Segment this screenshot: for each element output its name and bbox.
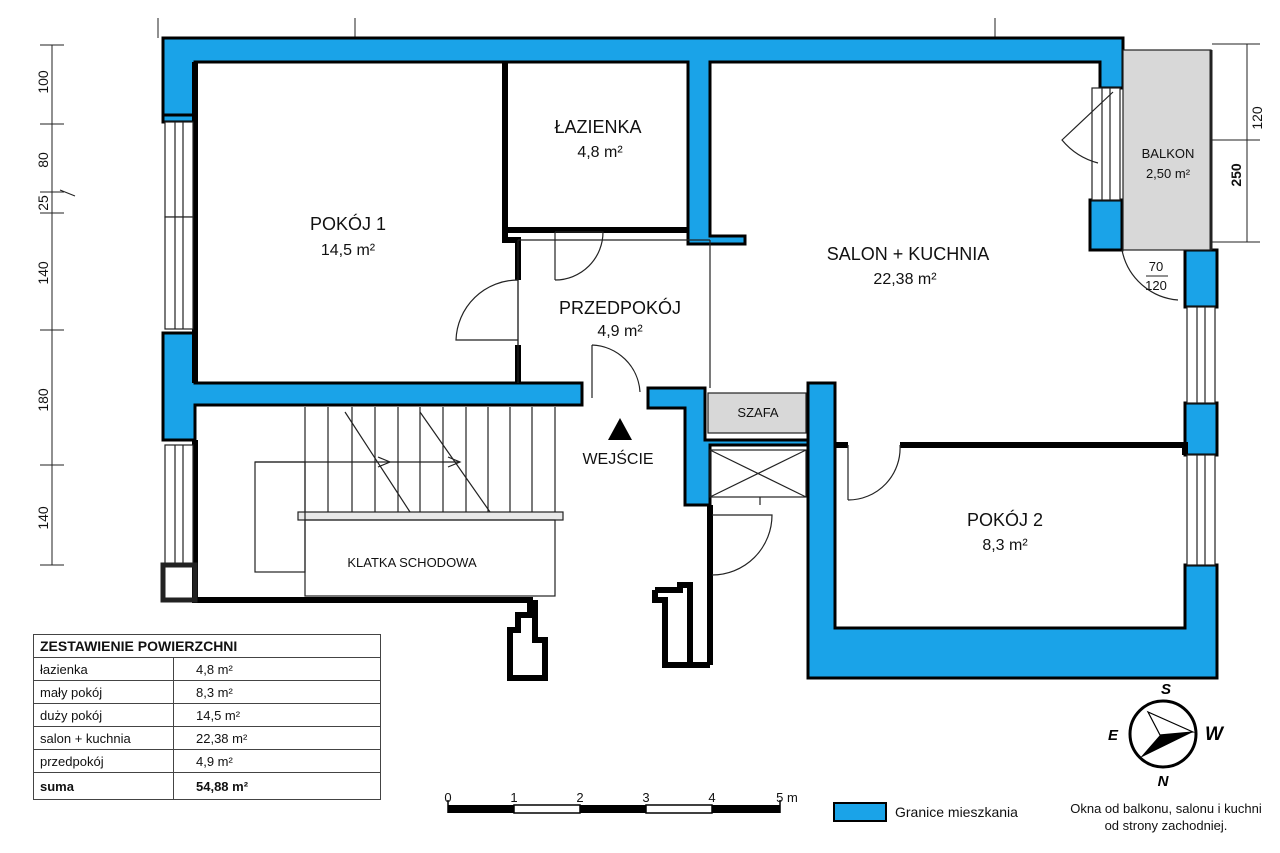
- left-dimension-labels: 100 80 25 140 180 140: [35, 70, 51, 530]
- entrance-arrow-icon: [608, 418, 632, 440]
- compass-n: N: [1158, 773, 1170, 790]
- note-line-2: od strony zachodniej.: [1104, 818, 1228, 833]
- room-area-przedpokoj: 4,9 m²: [597, 323, 643, 340]
- legend-label: Granice mieszkania: [895, 804, 1018, 820]
- summary-value: 4,8 m²: [173, 657, 381, 681]
- scale-tick-2: 2: [576, 790, 583, 805]
- scale-tick-3: 3: [642, 790, 649, 805]
- dim-label-180: 180: [35, 388, 51, 412]
- balcony: [1122, 49, 1213, 251]
- room-area-salon: 22,38 m²: [873, 271, 937, 288]
- scale-tick-0: 0: [444, 790, 451, 805]
- summary-total-label: suma: [33, 772, 174, 800]
- summary-value: 14,5 m²: [173, 703, 381, 727]
- summary-title: ZESTAWIENIE POWIERZCHNI: [33, 634, 381, 658]
- compass-w: W: [1205, 724, 1225, 745]
- dim-label-80: 80: [35, 152, 51, 168]
- room-name-salon: SALON + KUCHNIA: [827, 244, 990, 264]
- room-name-lazienka: ŁAZIENKA: [554, 117, 641, 137]
- summary-value: 8,3 m²: [173, 680, 381, 704]
- summary-label: mały pokój: [33, 680, 174, 704]
- dim-label-140a: 140: [35, 261, 51, 285]
- dim-label-250: 250: [1228, 163, 1244, 187]
- room-area-lazienka: 4,8 m²: [577, 144, 623, 161]
- summary-label: salon + kuchnia: [33, 726, 174, 750]
- wardrobe: [707, 392, 807, 434]
- scale-tick-5: 5 m: [776, 790, 798, 805]
- summary-label: duży pokój: [33, 703, 174, 727]
- scale-bar: [447, 800, 781, 814]
- summary-value: 4,9 m²: [173, 749, 381, 773]
- compass-s: S: [1161, 681, 1171, 698]
- left-windows: [160, 121, 198, 603]
- scale-tick-4: 4: [708, 790, 715, 805]
- left-dimension-line: [40, 44, 76, 566]
- window-label-bottom: 120: [1145, 278, 1167, 293]
- room-name-szafa: SZAFA: [737, 405, 779, 420]
- legend: Granice mieszkania: [833, 802, 1018, 822]
- room-name-klatka: KLATKA SCHODOWA: [347, 555, 477, 570]
- top-ticks: [157, 18, 996, 38]
- dim-label-140b: 140: [35, 506, 51, 530]
- summary-label: przedpokój: [33, 749, 174, 773]
- entrance-label: WEJŚCIE: [582, 449, 653, 468]
- room-area-pokoj1: 14,5 m²: [321, 242, 376, 259]
- legend-swatch: [833, 802, 887, 822]
- note-line-1: Okna od balkonu, salonu i kuchni: [1070, 801, 1262, 816]
- room-name-pokoj1: POKÓJ 1: [310, 213, 386, 234]
- dim-label-25: 25: [35, 195, 51, 211]
- room-name-pokoj2: POKÓJ 2: [967, 509, 1043, 530]
- compass-e: E: [1108, 727, 1119, 744]
- summary-value: 22,38 m²: [173, 726, 381, 750]
- room-name-przedpokoj: PRZEDPOKÓJ: [559, 297, 681, 318]
- right-windows: [1091, 87, 1216, 566]
- dim-label-120: 120: [1249, 106, 1265, 130]
- room-area-balkon: 2,50 m²: [1146, 166, 1191, 181]
- room-name-balkon: BALKON: [1142, 146, 1195, 161]
- scale-bar-ticks: 0 1 2 3 4 5 m: [444, 790, 797, 805]
- scale-tick-1: 1: [510, 790, 517, 805]
- orientation-note: Okna od balkonu, salonu i kuchni od stro…: [1058, 800, 1274, 834]
- right-dimension-line: [1212, 43, 1260, 243]
- room-area-pokoj2: 8,3 m²: [982, 537, 1028, 554]
- summary-total-value: 54,88 m²: [173, 772, 381, 800]
- staircase: [254, 407, 564, 597]
- summary-label: łazienka: [33, 657, 174, 681]
- compass-icon: [1128, 699, 1198, 769]
- dim-label-100: 100: [35, 70, 51, 94]
- corridor-lines: [517, 239, 807, 505]
- window-label-top: 70: [1149, 259, 1163, 274]
